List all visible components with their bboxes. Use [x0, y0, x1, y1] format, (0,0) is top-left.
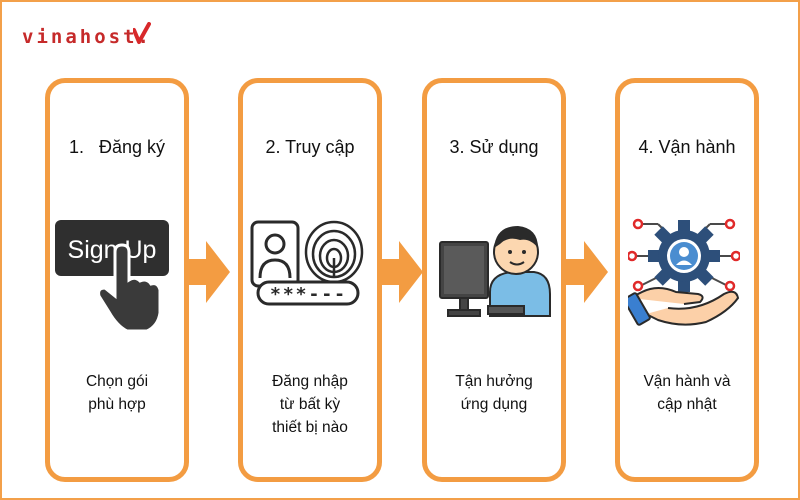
gear-hand-icon: [628, 218, 740, 326]
logo-check-icon: [133, 22, 151, 44]
arrow-right-icon: [562, 241, 608, 303]
step-title-4: 4. Vận hành: [638, 137, 736, 157]
computer-user-icon: [439, 226, 551, 317]
step-title-1: 1. Đăng ký: [68, 137, 166, 157]
step-title-3: 3. Sử dụng: [449, 137, 539, 157]
arrow-right-icon: [377, 241, 423, 303]
step-title-2: 2. Truy cập: [265, 137, 355, 157]
arrow-right-icon: [184, 241, 230, 303]
step-desc-4: Vận hành và cập nhật: [643, 373, 731, 413]
sign-up-label: Sign Up: [68, 236, 157, 264]
fingerprint-login-icon: ***---: [250, 220, 364, 306]
brand-logo: vinahost.: [22, 26, 152, 48]
password-mask: ***---: [270, 284, 347, 305]
sign-up-icon: Sign Up: [55, 220, 169, 333]
step-desc-1: Chọn gói phù hợp: [85, 373, 149, 413]
step-desc-3: Tận hưởng ứng dụng: [455, 373, 533, 413]
step-desc-2: Đăng nhập từ bất kỳ thiết bị nào: [272, 373, 348, 436]
